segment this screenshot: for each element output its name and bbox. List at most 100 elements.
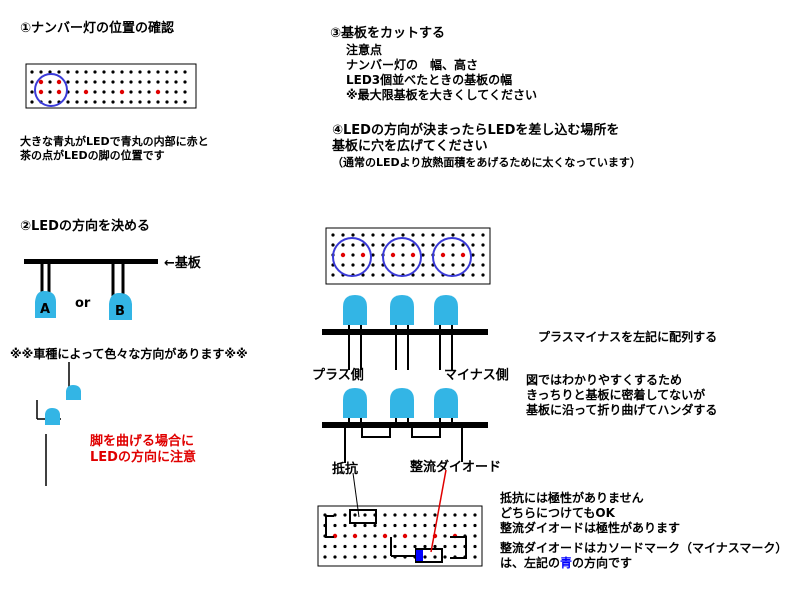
pcb-hole [120, 100, 124, 104]
pcb-hole [463, 523, 467, 528]
pcb-hole [48, 70, 52, 74]
fig-note-1: 図ではわかりやすくするため [526, 373, 683, 387]
pcb-hole [403, 544, 407, 549]
pcb-hole [402, 533, 408, 539]
pcb-hole [38, 79, 44, 85]
pcb-hole [433, 513, 437, 517]
pcb-hole [156, 80, 160, 84]
pcb-hole [453, 513, 457, 517]
pcb-hole [84, 100, 88, 104]
pcb-hole [363, 544, 367, 549]
bent-led-examples [36, 362, 81, 486]
pcb-hole [371, 243, 375, 247]
pcb-hole [111, 80, 115, 84]
pcb-hole [174, 70, 178, 74]
pcb-hole [174, 100, 178, 104]
pcb-hole [453, 523, 457, 528]
pcb-hole [413, 534, 417, 538]
pcb-hole [138, 100, 142, 104]
pcb-hole [138, 90, 142, 94]
pcb-hole [120, 80, 124, 84]
pcb-hole [129, 70, 133, 74]
pcb-hole [93, 100, 97, 104]
pcb-hole [383, 513, 387, 517]
pcb-hole [381, 243, 385, 247]
pcb-hole [383, 555, 387, 559]
or-label: or [75, 296, 91, 311]
pcb-hole [340, 252, 346, 258]
pcb-hole [361, 243, 365, 247]
pcb-hole [66, 100, 70, 104]
small-led-1 [66, 385, 81, 400]
arrange-note: プラスマイナスを左記に配列する [538, 330, 718, 344]
pcb-hole [333, 513, 337, 517]
pcb-hole [371, 253, 375, 257]
pcb-hole [473, 555, 477, 559]
pcb-hole [120, 70, 124, 74]
pcb-hole [411, 233, 415, 237]
pcb-hole [39, 70, 43, 74]
pcb-hole [403, 513, 407, 517]
minus-side-label: マイナス側 [444, 368, 509, 383]
vehicle-note: ※※車種によって色々な方向があります※※ [10, 347, 248, 361]
pcb-hole [481, 233, 485, 237]
pcb-hole [111, 100, 115, 104]
pcb-hole [353, 523, 357, 528]
pcb-hole [155, 89, 161, 95]
pcb-hole [371, 233, 375, 237]
pcb-hole [453, 544, 457, 549]
pcb-hole [183, 80, 187, 84]
pcb-hole [83, 89, 89, 95]
pcb-hole [343, 513, 347, 517]
pcb-hole [451, 243, 455, 247]
pcb-hole [451, 263, 455, 267]
pcb-hole [371, 273, 375, 277]
led-body [434, 388, 458, 418]
pcb-hole [93, 90, 97, 94]
pcb-hole [443, 544, 447, 549]
pcb-hole [471, 253, 475, 257]
pcb-hole [165, 80, 169, 84]
pcb-hole [461, 263, 465, 267]
pcb-hole [66, 80, 70, 84]
pcb-holes-2 [331, 233, 485, 277]
pcb-hole [165, 90, 169, 94]
pcb-hole [423, 534, 427, 538]
pcb-hole [341, 243, 345, 247]
pcb-hole [333, 523, 337, 528]
pcb-hole [156, 70, 160, 74]
led-body [343, 388, 367, 418]
pcb-hole [373, 544, 377, 549]
pcb-hole [391, 243, 395, 247]
step3-title: ③基板をカットする [330, 26, 446, 41]
pcb-hole [441, 243, 445, 247]
pcb-hole [471, 233, 475, 237]
pcb-hole [481, 243, 485, 247]
pcb-hole [443, 513, 447, 517]
pcb-hole [393, 544, 397, 549]
pcb-hole [331, 273, 335, 277]
pcb-hole [473, 523, 477, 528]
pcb-hole [351, 253, 355, 257]
pcb-hole [391, 263, 395, 267]
pcb-hole [102, 70, 106, 74]
step3-line1: 注意点 [346, 43, 383, 57]
pcb-hole [353, 555, 357, 559]
pcb-hole [433, 544, 437, 549]
pcb-hole [371, 263, 375, 267]
pcb-hole [353, 544, 357, 549]
pcb-hole [401, 233, 405, 237]
pcb-hole [138, 80, 142, 84]
step4-line3: （通常のLEDより放熱面積をあげるために太くなっています） [332, 156, 641, 169]
step4-line2: 基板に穴を広げてください [332, 139, 488, 154]
pcb-hole [481, 273, 485, 277]
led-position-circle-3 [432, 237, 472, 277]
led-body [390, 295, 414, 325]
cathode-note-2b: の方向です [572, 556, 633, 570]
resistor-footprint [349, 509, 377, 524]
pcb-hole [373, 534, 377, 538]
pcb-hole [129, 90, 133, 94]
pcb-hole [443, 534, 447, 538]
pcb-hole [343, 523, 347, 528]
pcb-hole [421, 253, 425, 257]
